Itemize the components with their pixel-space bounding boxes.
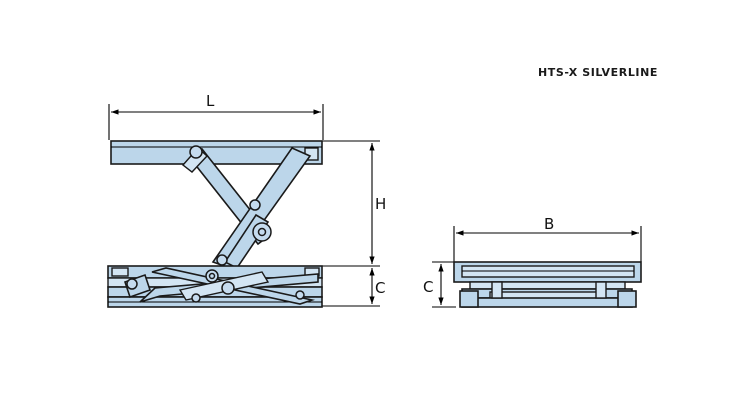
dimension-height: H — [318, 140, 386, 267]
closed-frame — [107, 265, 323, 308]
end-view: B C — [423, 215, 642, 308]
dimension-width: B — [453, 215, 642, 262]
dimension-b-label: B — [544, 215, 554, 233]
dimension-length: L — [108, 92, 324, 140]
dimension-closed-height-end: C — [423, 261, 456, 308]
dimension-closed-height: C — [318, 268, 385, 307]
end-view-body — [453, 261, 642, 308]
model-title: HTS-X SILVERLINE — [538, 66, 659, 79]
raised-top-plate — [110, 140, 323, 165]
dimension-c-end-label: C — [423, 278, 433, 296]
dimension-h-label: H — [375, 195, 386, 213]
dimension-c-label: C — [375, 279, 385, 297]
raised-scissor-arms — [181, 145, 312, 270]
side-view: L H C — [107, 92, 386, 308]
dimension-l-label: L — [206, 92, 215, 110]
